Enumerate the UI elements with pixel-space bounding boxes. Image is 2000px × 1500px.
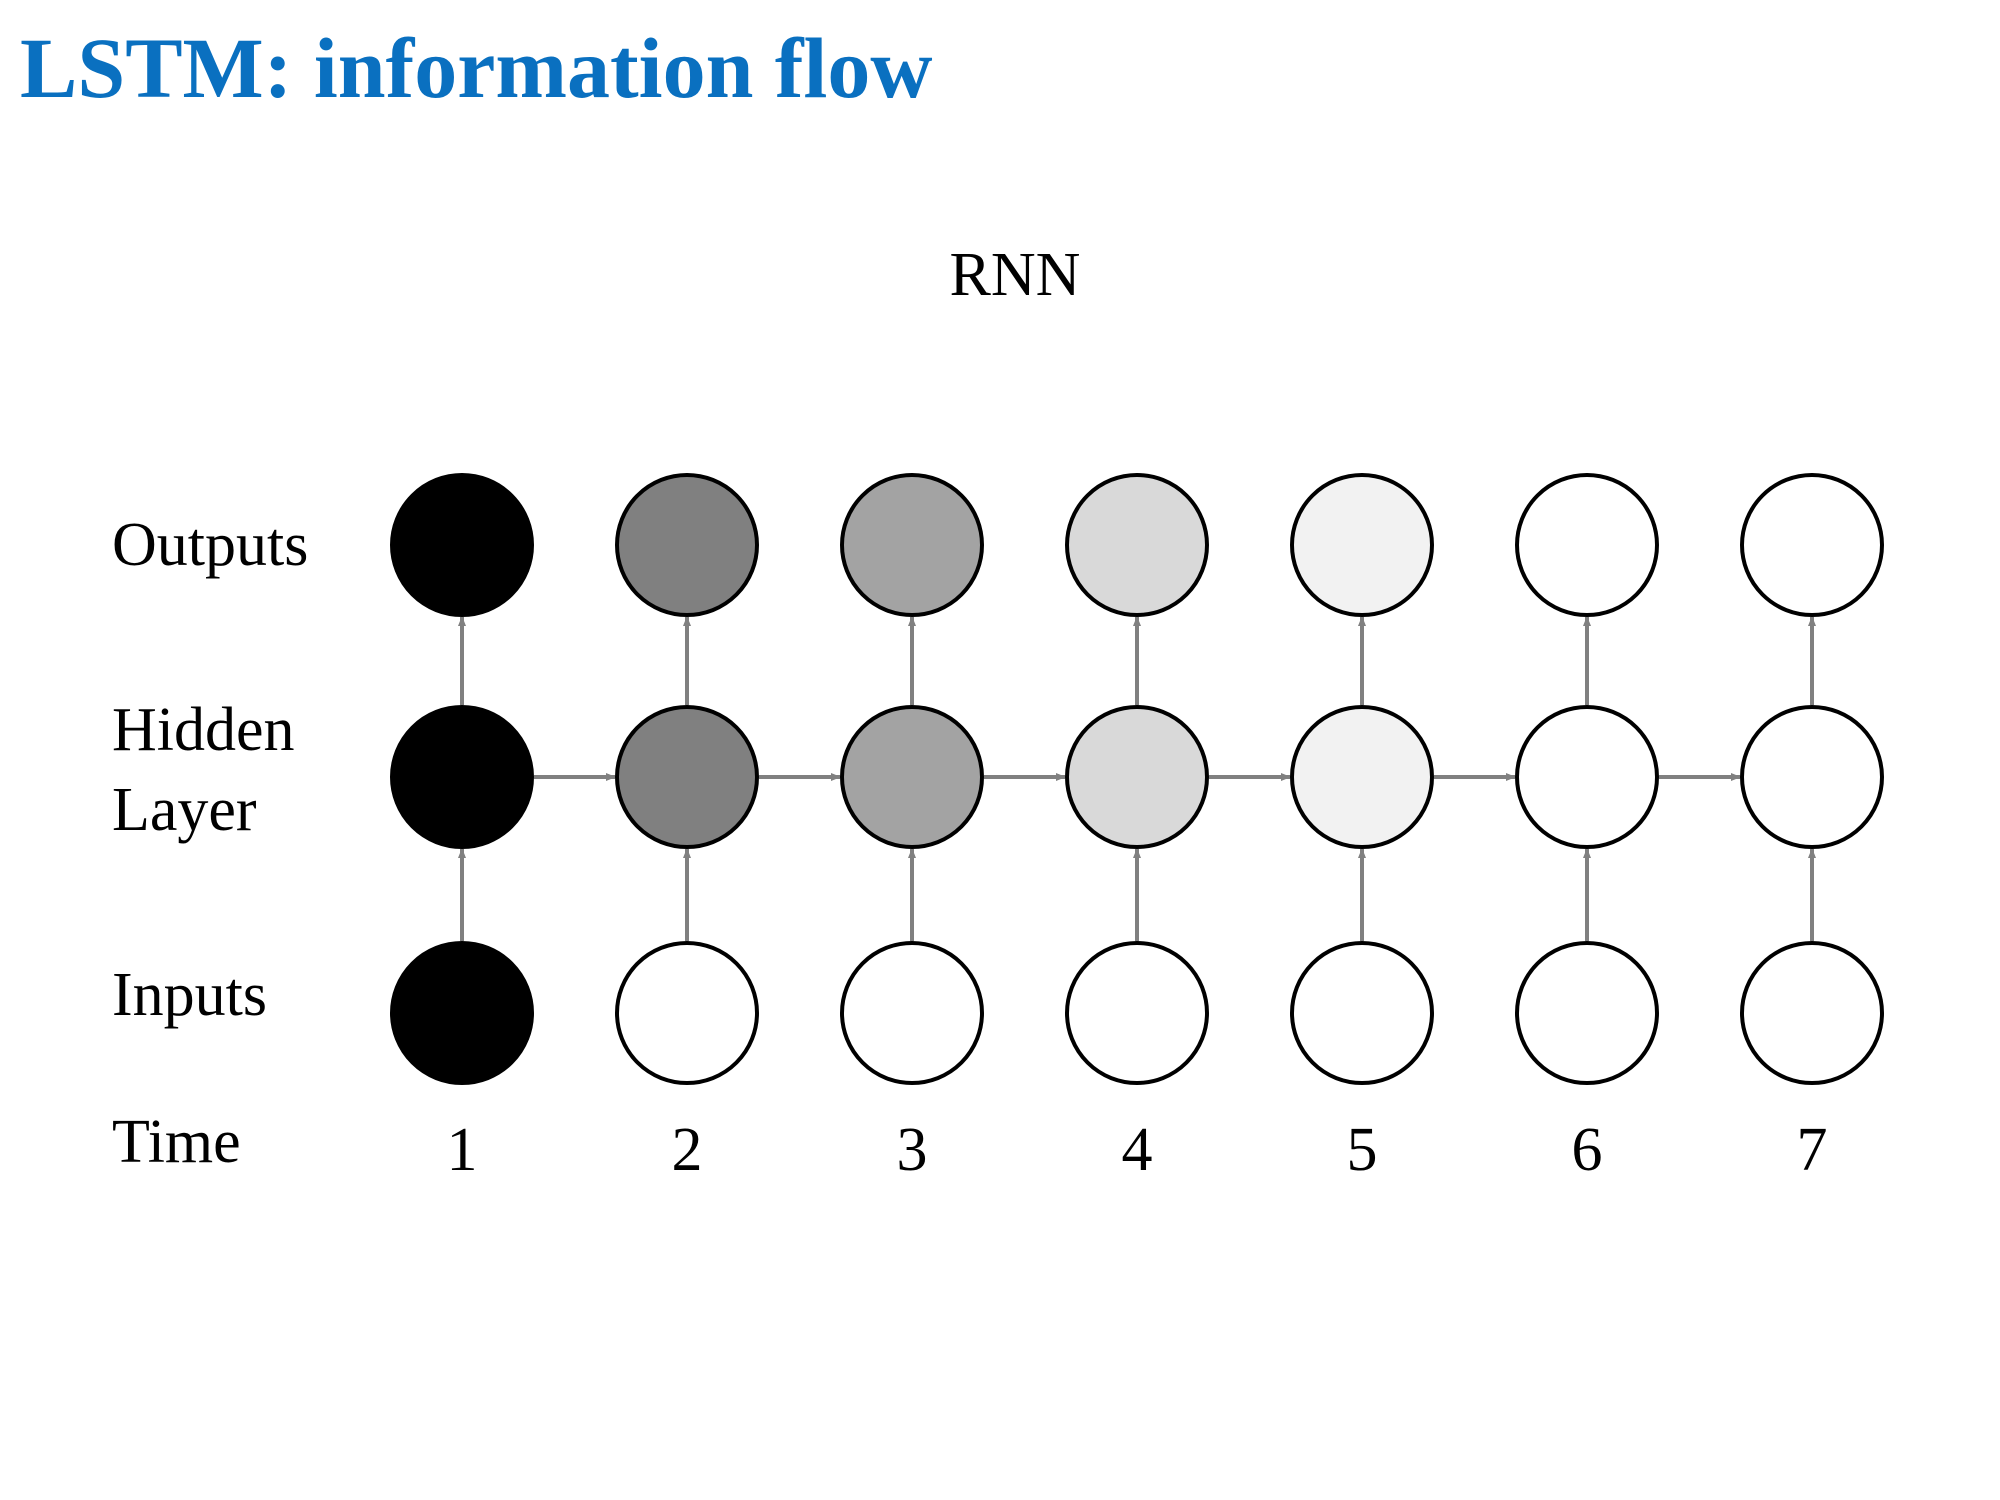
output-node-6 (1515, 473, 1659, 617)
row-label-hidden-line2: Layer (112, 776, 257, 844)
output-node-3 (840, 473, 984, 617)
time-step-label-5: 5 (1347, 1116, 1378, 1184)
node-group (390, 473, 1884, 1085)
time-step-label-6: 6 (1572, 1116, 1603, 1184)
time-step-label-7: 7 (1797, 1116, 1828, 1184)
output-node-2 (615, 473, 759, 617)
input-node-4 (1065, 941, 1209, 1085)
hidden-node-6 (1515, 705, 1659, 849)
input-node-1 (390, 941, 534, 1085)
arrow-group (458, 616, 1816, 941)
hidden-node-3 (840, 705, 984, 849)
row-label-hidden-line1: Hidden (112, 696, 295, 764)
output-node-5 (1290, 473, 1434, 617)
time-label-group: 1 2 3 4 5 6 7 (447, 1116, 1828, 1184)
input-node-2 (615, 941, 759, 1085)
time-step-label-4: 4 (1122, 1116, 1153, 1184)
row-label-inputs: Inputs (112, 961, 267, 1029)
time-step-label-3: 3 (897, 1116, 928, 1184)
time-step-label-1: 1 (447, 1116, 478, 1184)
output-node-7 (1740, 473, 1884, 617)
hidden-node-5 (1290, 705, 1434, 849)
hidden-node-1 (390, 705, 534, 849)
time-step-label-2: 2 (672, 1116, 703, 1184)
output-node-1 (390, 473, 534, 617)
hidden-node-7 (1740, 705, 1884, 849)
row-label-outputs: Outputs (112, 511, 308, 579)
input-node-7 (1740, 941, 1884, 1085)
input-node-6 (1515, 941, 1659, 1085)
diagram-caption: RNN (950, 241, 1081, 309)
hidden-node-2 (615, 705, 759, 849)
output-node-4 (1065, 473, 1209, 617)
slide-title: LSTM: information flow (20, 20, 933, 116)
input-node-3 (840, 941, 984, 1085)
hidden-node-4 (1065, 705, 1209, 849)
input-node-5 (1290, 941, 1434, 1085)
row-label-time: Time (112, 1108, 241, 1176)
